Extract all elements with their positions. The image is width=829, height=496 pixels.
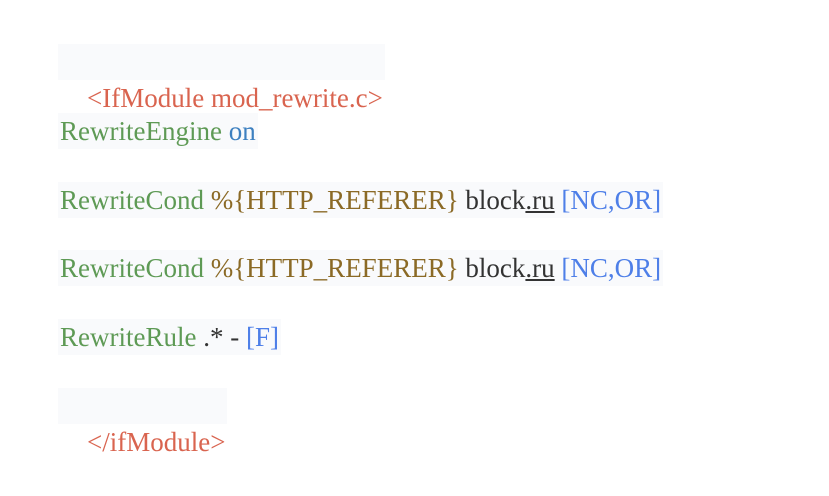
- directive: RewriteRule: [60, 322, 197, 352]
- code-line-ifmodule-open: <IfModule mod_rewrite.c>: [58, 44, 385, 113]
- domain-link[interactable]: .ru: [525, 253, 555, 283]
- code-line-rewrite-cond-1: RewriteCond %{HTTP_REFERER} block.ru [NC…: [58, 182, 664, 218]
- ifmodule-open-tag: <IfModule mod_rewrite.c>: [87, 83, 383, 113]
- ifmodule-close-tag: </ifModule>: [87, 427, 226, 457]
- directive-value: on: [228, 116, 256, 146]
- code-line-ifmodule-close: </ifModule>: [58, 388, 228, 457]
- variable: %{HTTP_REFERER}: [210, 185, 459, 215]
- code-line-rewrite-rule: RewriteRule .* - [F]: [58, 319, 281, 355]
- pattern: .* -: [203, 322, 240, 352]
- host-text: block: [465, 185, 526, 215]
- flags: [NC,OR]: [561, 253, 662, 283]
- directive: RewriteEngine: [60, 116, 222, 146]
- code-line-rewrite-cond-2: RewriteCond %{HTTP_REFERER} block.ru [NC…: [58, 250, 664, 286]
- code-line-rewrite-engine: RewriteEngine on: [58, 113, 258, 149]
- domain-link[interactable]: .ru: [525, 185, 555, 215]
- directive: RewriteCond: [60, 253, 204, 283]
- variable: %{HTTP_REFERER}: [210, 253, 459, 283]
- directive: RewriteCond: [60, 185, 204, 215]
- flags: [F]: [245, 322, 279, 352]
- flags: [NC,OR]: [561, 185, 662, 215]
- host-text: block: [465, 253, 526, 283]
